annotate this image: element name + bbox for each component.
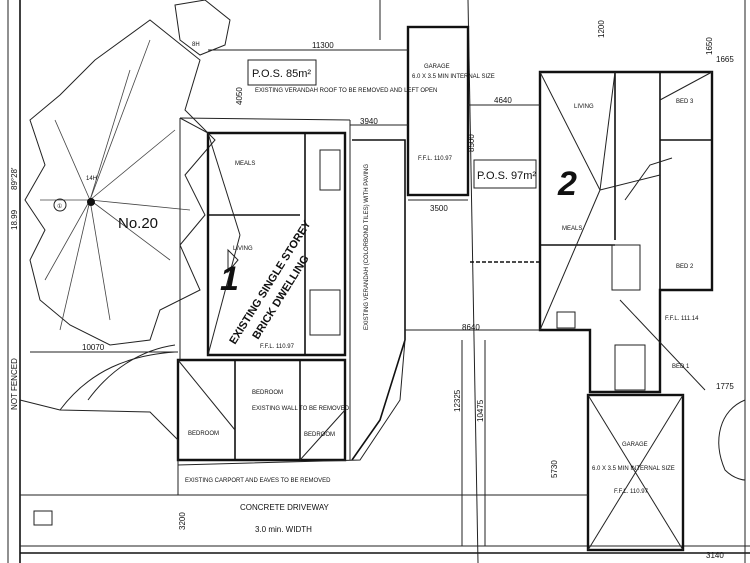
dim-12325: 12325	[453, 389, 462, 412]
lot-number: No.20	[118, 215, 158, 232]
d1-living-label: LIVING	[233, 246, 253, 252]
dim-1775: 1775	[716, 382, 734, 391]
garage-1-size: 6.0 X 3.5 MIN INTERNAL SIZE	[412, 74, 495, 80]
dim-10475: 10475	[476, 399, 485, 422]
verandah-removed-note: EXISTING VERANDAH ROOF TO BE REMOVED AND…	[255, 88, 437, 94]
dwelling-1-number: 1	[220, 260, 239, 298]
d1-bedroom-b-label: BEDROOM	[252, 390, 283, 396]
pos-2-label: P.O.S. 97m²	[477, 170, 536, 182]
dim-11300: 11300	[312, 41, 334, 50]
dim-8500: 8500	[467, 134, 476, 152]
dimensions: 11300 4050 3940 8500 4640 3500 8640 1232…	[30, 20, 734, 560]
d1-meals-label: MEALS	[235, 161, 255, 167]
d2-bed2-label: BED 2	[676, 264, 694, 270]
dim-4050: 4050	[235, 87, 244, 105]
d1-bedroom-c-label: BEDROOM	[304, 432, 335, 438]
garage-2-size: 6.0 X 3.5 MIN INTERNAL SIZE	[592, 466, 675, 472]
d2-meals-label: MEALS	[562, 226, 582, 232]
boundary-length: 18.99	[10, 209, 19, 230]
tree-marker-label: ①	[57, 203, 62, 210]
garage-2-label: GARAGE	[622, 442, 648, 448]
d2-living-label: LIVING	[574, 104, 594, 110]
dim-1200: 1200	[597, 20, 606, 38]
pos-1-label: P.O.S. 85m²	[252, 68, 311, 80]
d2-bed3-label: BED 3	[676, 99, 694, 105]
verandah-note: EXISTING VERANDAH (COLORBOND TILES) WITH…	[364, 164, 370, 330]
tree-trunk-marker	[87, 198, 95, 206]
dwelling-1: MEALS LIVING 1 EXISTING SINGLE STOREY BR…	[176, 117, 351, 462]
d1-ffl: F.F.L. 110.97	[260, 344, 295, 350]
driveway: EXISTING CARPORT AND EAVES TO BE REMOVED…	[19, 339, 588, 534]
d1-bedroom-a-label: BEDROOM	[188, 431, 219, 437]
dim-3200: 3200	[178, 512, 187, 530]
existing-verandah: EXISTING VERANDAH (COLORBOND TILES) WITH…	[351, 139, 406, 461]
d2-ffl: F.F.L. 111.14	[665, 316, 699, 322]
dim-10070: 10070	[82, 343, 105, 352]
site-boundary	[7, 0, 750, 563]
garage-2: GARAGE 6.0 X 3.5 MIN INTERNAL SIZE F.F.L…	[586, 393, 685, 552]
garage-1-ffl: F.F.L. 110.97	[418, 156, 453, 162]
left-boundary-labels: 18.99 89°28' NOT FENCED	[10, 167, 19, 410]
dim-3140: 3140	[706, 551, 724, 560]
garage-1: GARAGE 6.0 X 3.5 MIN INTERNAL SIZE F.F.L…	[406, 25, 495, 197]
garage-2-ffl: F.F.L. 110.97	[614, 489, 649, 495]
driveway-width: 3.0 min. WIDTH	[255, 525, 312, 534]
pos-1: P.O.S. 85m² EXISTING VERANDAH ROOF TO BE…	[247, 59, 437, 94]
dim-4640: 4640	[494, 96, 512, 105]
driveway-label: CONCRETE DRIVEWAY	[240, 503, 330, 512]
d2-bed1-label: BED 1	[672, 364, 690, 370]
d1-bedroom-note: EXISTING WALL TO BE REMOVED	[252, 406, 350, 412]
dim-8640: 8640	[462, 323, 480, 332]
pos-2: P.O.S. 97m²	[470, 159, 540, 263]
dim-1665: 1665	[716, 55, 734, 64]
boundary-note: NOT FENCED	[10, 358, 19, 410]
tree-number-marker	[53, 198, 67, 212]
dim-1650: 1650	[705, 37, 714, 55]
dim-3500: 3500	[430, 204, 448, 213]
tree-canopy: ① 14H No.20 8H	[24, 0, 231, 346]
dim-5730: 5730	[550, 460, 559, 478]
carport-note: EXISTING CARPORT AND EAVES TO BE REMOVED	[185, 478, 331, 484]
garage-1-label: GARAGE	[424, 64, 450, 70]
small-tree-label: 8H	[192, 42, 200, 48]
d1-title-line1: EXISTING SINGLE STOREY	[227, 218, 314, 347]
boundary-angle: 89°28'	[10, 167, 19, 190]
dwelling-2-number: 2	[557, 165, 577, 203]
dwelling-2: LIVING 2 MEALS BED 3 BED 2 BED 1 F.F.L. …	[538, 70, 714, 394]
dim-3940: 3940	[360, 117, 378, 126]
tree-canopy-right	[718, 399, 746, 481]
tree-label: 14H	[86, 176, 97, 182]
